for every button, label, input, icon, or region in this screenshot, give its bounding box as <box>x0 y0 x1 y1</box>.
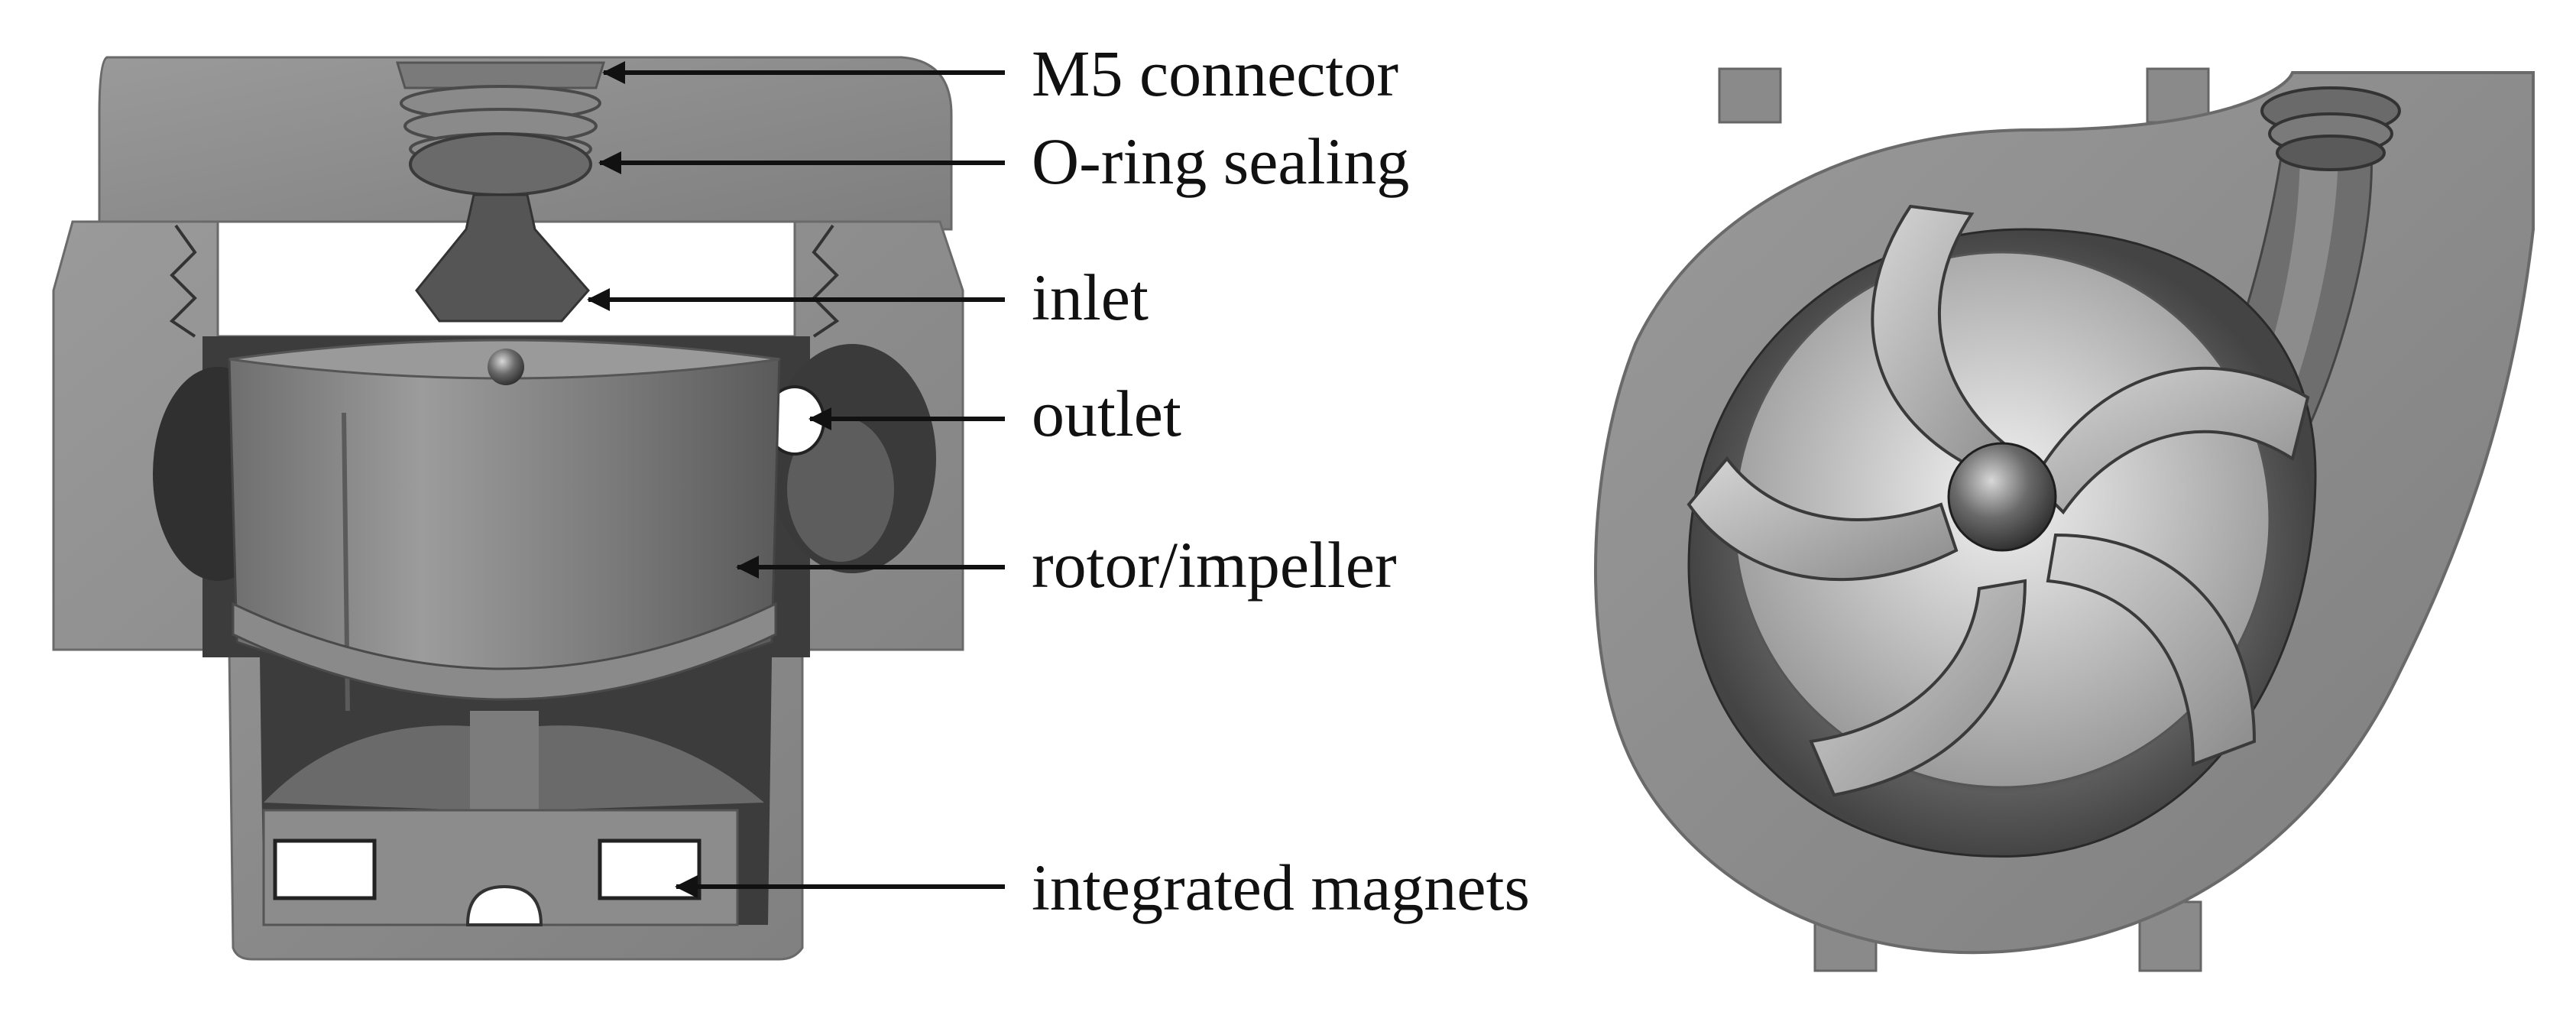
shaft <box>470 711 539 826</box>
callout-labels: M5 connector O-ring sealing inlet outlet… <box>1032 37 1530 924</box>
tab-top-left <box>1718 67 1782 124</box>
label-o-ring-sealing: O-ring sealing <box>1032 125 1409 198</box>
blade-1 <box>1871 204 2029 476</box>
blade-5 <box>1687 456 1959 582</box>
top-cutaway-view <box>1594 67 2535 972</box>
callout-arrows <box>587 61 1005 898</box>
impeller-hub <box>1947 442 2057 552</box>
blade-3 <box>2046 533 2257 767</box>
label-inlet: inlet <box>1032 261 1149 334</box>
lower-bell-left <box>264 725 470 810</box>
blade-4 <box>1809 579 2027 797</box>
blade-2 <box>2030 366 2310 515</box>
thread-right <box>812 224 840 338</box>
o-ring-groove <box>409 132 592 196</box>
label-outlet: outlet <box>1032 377 1181 450</box>
thread-left <box>169 224 197 338</box>
rotor-base-lip <box>232 602 777 701</box>
lower-bell-right <box>539 725 764 810</box>
impeller-blades <box>1687 204 2310 797</box>
label-m5-connector: M5 connector <box>1032 37 1398 110</box>
inlet-funnel <box>415 193 590 323</box>
side-cross-section <box>52 56 964 961</box>
label-rotor-impeller: rotor/impeller <box>1032 528 1397 602</box>
outlet-port-thread <box>2260 86 2401 171</box>
tab-top-right <box>2146 67 2210 124</box>
magnet-right <box>598 838 702 900</box>
shaft-ball <box>488 349 524 385</box>
magnet-left <box>273 838 377 900</box>
magnet-center-notch <box>465 884 543 926</box>
right-chamber-shine <box>787 417 894 562</box>
label-integrated-magnets: integrated magnets <box>1032 851 1530 924</box>
